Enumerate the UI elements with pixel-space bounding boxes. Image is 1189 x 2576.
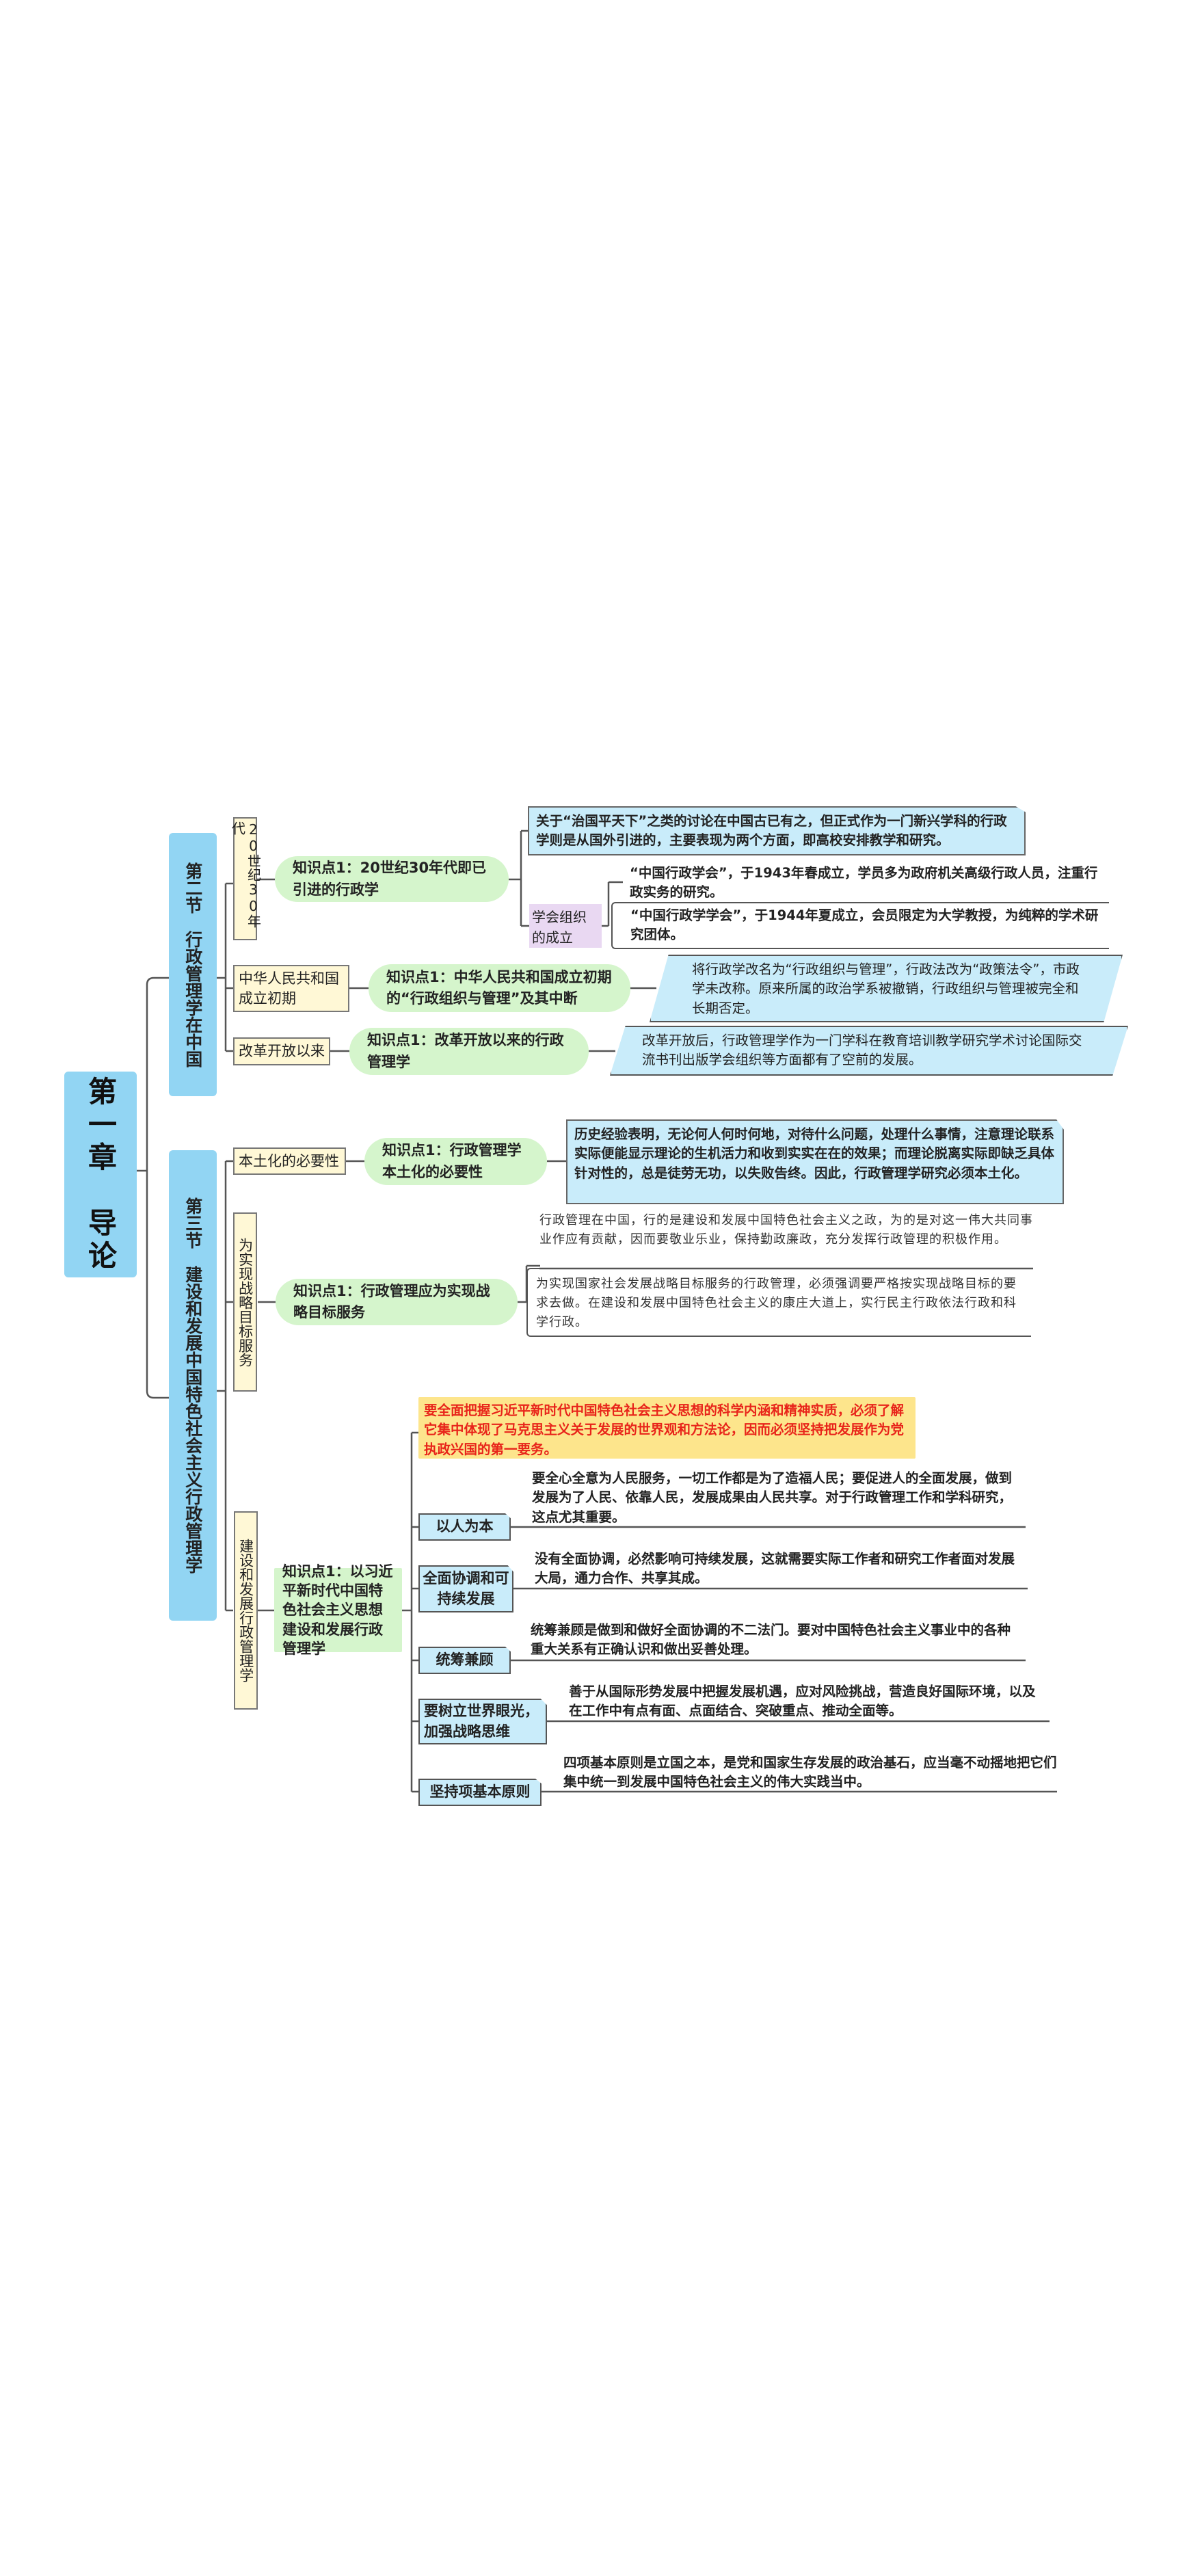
knowledge-point-text: 知识点1：以习近平新时代中国特色社会主义思想建设和发展行政管理学 [282, 1563, 393, 1658]
branch-label-text: 20世纪30年代 [229, 821, 262, 928]
branch-label-text: 为实现战略目标服务 [237, 1237, 254, 1367]
principle-detail: 善于从国际形势发展中把握发展机遇，应对风险挑战，营造良好国际环境，以及在工作中有… [569, 1684, 1036, 1719]
detail-item: 行政管理在中国，行的是建设和发展中国特色社会主义之政，为的是对这一伟大共同事业作… [539, 1211, 1033, 1249]
detail-card[interactable]: 为实现国家社会发展战略目标服务的行政管理，必须强调要严格按实现战略目标的要求去做… [526, 1268, 1031, 1337]
branch-label-strategy[interactable]: 为实现战略目标服务 [233, 1212, 257, 1392]
detail-card[interactable]: 改革开放后，行政管理学作为一门学科在教育培训教学研究学术讨论国际交流书刊出版学会… [610, 1026, 1128, 1076]
detail-text: 历史经验表明，无论何人何时何地，对待什么问题，处理什么事情，注意理论联系实际便能… [574, 1126, 1055, 1181]
detail-text: 为实现国家社会发展战略目标服务的行政管理，必须强调要严格按实现战略目标的要求去做… [536, 1277, 1017, 1329]
detail-card[interactable]: 关于“治国平天下”之类的讨论在中国古已有之，但正式作为一门新兴学科的行政学则是从… [528, 806, 1026, 855]
branch-label-prc-early[interactable]: 中华人民共和国成立初期 [233, 965, 349, 1012]
highlight-card[interactable]: 要全面把握习近平新时代中国特色社会主义思想的科学内涵和精神实质，必须了解它集中体… [418, 1397, 916, 1459]
principle-tag[interactable]: 统筹兼顾 [418, 1647, 511, 1674]
branch-label-text: 建设和发展行政管理学 [237, 1539, 254, 1682]
branch-label-1930s[interactable]: 20世纪30年代 [230, 817, 262, 940]
knowledge-point-text: 知识点1：中华人民共和国成立初期的“行政组织与管理”及其中断 [386, 968, 612, 1007]
principle-detail: 四项基本原则是立国之本，是党和国家生存发展的政治基石，应当毫不动摇地把它们集中统… [563, 1755, 1057, 1790]
principle-tag[interactable]: 要树立世界眼光，加强战略思维 [418, 1699, 547, 1744]
branch-label-text: 本土化的必要性 [239, 1153, 339, 1169]
principle-tag-text: 统筹兼顾 [436, 1651, 494, 1669]
knowledge-point-text: 知识点1：行政管理学本土化的必要性 [382, 1142, 522, 1180]
detail-text: 关于“治国平天下”之类的讨论在中国古已有之，但正式作为一门新兴学科的行政学则是从… [536, 813, 1007, 849]
chapter-node[interactable]: 第一章 导论 [64, 1072, 137, 1277]
knowledge-point[interactable]: 知识点1：改革开放以来的行政管理学 [349, 1028, 589, 1075]
knowledge-point-text: 知识点1：行政管理应为实现战略目标服务 [293, 1282, 490, 1321]
knowledge-point[interactable]: 知识点1：以习近平新时代中国特色社会主义思想建设和发展行政管理学 [274, 1563, 402, 1657]
branch-label-text: 中华人民共和国成立初期 [239, 970, 339, 1007]
principle-text: 要全心全意为人民服务，一切工作都是为了造福人民；要促进人的全面发展，做到发展为了… [532, 1469, 1024, 1527]
knowledge-point[interactable]: 知识点1：20世纪30年代即已引进的行政学 [275, 856, 509, 902]
principle-text: 统筹兼顾是做到和做好全面协调的不二法门。要对中国特色社会主义事业中的各种重大关系… [531, 1621, 1023, 1660]
principle-detail: 统筹兼顾是做到和做好全面协调的不二法门。要对中国特色社会主义事业中的各种重大关系… [531, 1622, 1011, 1658]
knowledge-point[interactable]: 知识点1：行政管理应为实现战略目标服务 [276, 1279, 518, 1325]
principle-detail: 要全心全意为人民服务，一切工作都是为了造福人民；要促进人的全面发展，做到发展为了… [532, 1470, 1013, 1525]
sub-label-text: 学会组织的成立 [532, 909, 587, 946]
highlight-text: 要全面把握习近平新时代中国特色社会主义思想的科学内涵和精神实质，必须了解它集中体… [424, 1403, 905, 1457]
principle-text: 善于从国际形势发展中把握发展机遇，应对风险挑战，营造良好国际环境，以及在工作中有… [569, 1682, 1047, 1721]
section-2-node[interactable]: 第二节 行政管理学在中国 [169, 833, 217, 1096]
principle-tag[interactable]: 以人为本 [418, 1513, 511, 1541]
branch-label-reform[interactable]: 改革开放以来 [233, 1037, 330, 1065]
section-title: 第三节 建设和发展中国特色社会主义行政管理学 [183, 1197, 203, 1574]
chapter-title: 第一章 导论 [83, 1076, 118, 1273]
detail-item: “中国行政学学会”，于1944年夏成立，会员限定为大学教授，为纯粹的学术研究团体… [611, 902, 1109, 949]
detail-text: 改革开放后，行政管理学作为一门学科在教育培训教学研究学术讨论国际交流书刊出版学会… [642, 1033, 1082, 1068]
principle-tag[interactable]: 全面协调和可持续发展 [418, 1565, 513, 1612]
principle-text: 没有全面协调，必然影响可持续发展，这就需要实际工作者和研究工作者面对发展大局，通… [535, 1550, 1027, 1589]
principle-tag[interactable]: 坚持项基本原则 [418, 1779, 542, 1806]
detail-card[interactable]: 历史经验表明，无论何人何时何地，对待什么问题，处理什么事情，注意理论联系实际便能… [566, 1119, 1064, 1204]
section-title: 第二节 行政管理学在中国 [183, 862, 203, 1067]
principle-tag-text: 要树立世界眼光，加强战略思维 [424, 1703, 539, 1740]
branch-label-build[interactable]: 建设和发展行政管理学 [234, 1511, 258, 1710]
knowledge-point[interactable]: 知识点1：行政管理学本土化的必要性 [364, 1138, 547, 1185]
section-3-node[interactable]: 第三节 建设和发展中国特色社会主义行政管理学 [169, 1150, 217, 1621]
principle-tag-text: 以人为本 [436, 1518, 494, 1535]
detail-text: “中国行政学会”，于1943年春成立，学员多为政府机关高级行政人员，注重行政实务… [630, 865, 1098, 901]
branch-label-localization[interactable]: 本土化的必要性 [233, 1147, 346, 1175]
detail-text: “中国行政学学会”，于1944年夏成立，会员限定为大学教授，为纯粹的学术研究团体… [630, 907, 1099, 943]
detail-text: 行政管理在中国，行的是建设和发展中国特色社会主义之政，为的是对这一伟大共同事业作… [539, 1213, 1033, 1247]
principle-text: 四项基本原则是立国之本，是党和国家生存发展的政治基石，应当毫不动摇地把它们集中统… [563, 1753, 1057, 1792]
principle-tag-text: 全面协调和可持续发展 [423, 1570, 509, 1607]
knowledge-point-text: 知识点1：20世纪30年代即已引进的行政学 [293, 860, 487, 898]
sub-label-society[interactable]: 学会组织的成立 [529, 904, 602, 948]
knowledge-point-text: 知识点1：改革开放以来的行政管理学 [367, 1032, 564, 1070]
knowledge-point[interactable]: 知识点1：中华人民共和国成立初期的“行政组织与管理”及其中断 [369, 964, 630, 1012]
detail-text: 将行政学改名为“行政组织与管理”，行政法改为“政策法令”，市政学未改称。原来所属… [692, 961, 1080, 1016]
detail-card[interactable]: 将行政学改名为“行政组织与管理”，行政法改为“政策法令”，市政学未改称。原来所属… [650, 955, 1123, 1022]
principle-detail: 没有全面协调，必然影响可持续发展，这就需要实际工作者和研究工作者面对发展大局，通… [535, 1551, 1015, 1586]
detail-item: “中国行政学会”，于1943年春成立，学员多为政府机关高级行政人员，注重行政实务… [623, 864, 1101, 903]
branch-label-text: 改革开放以来 [239, 1043, 325, 1059]
principle-tag-text: 坚持项基本原则 [429, 1783, 531, 1801]
